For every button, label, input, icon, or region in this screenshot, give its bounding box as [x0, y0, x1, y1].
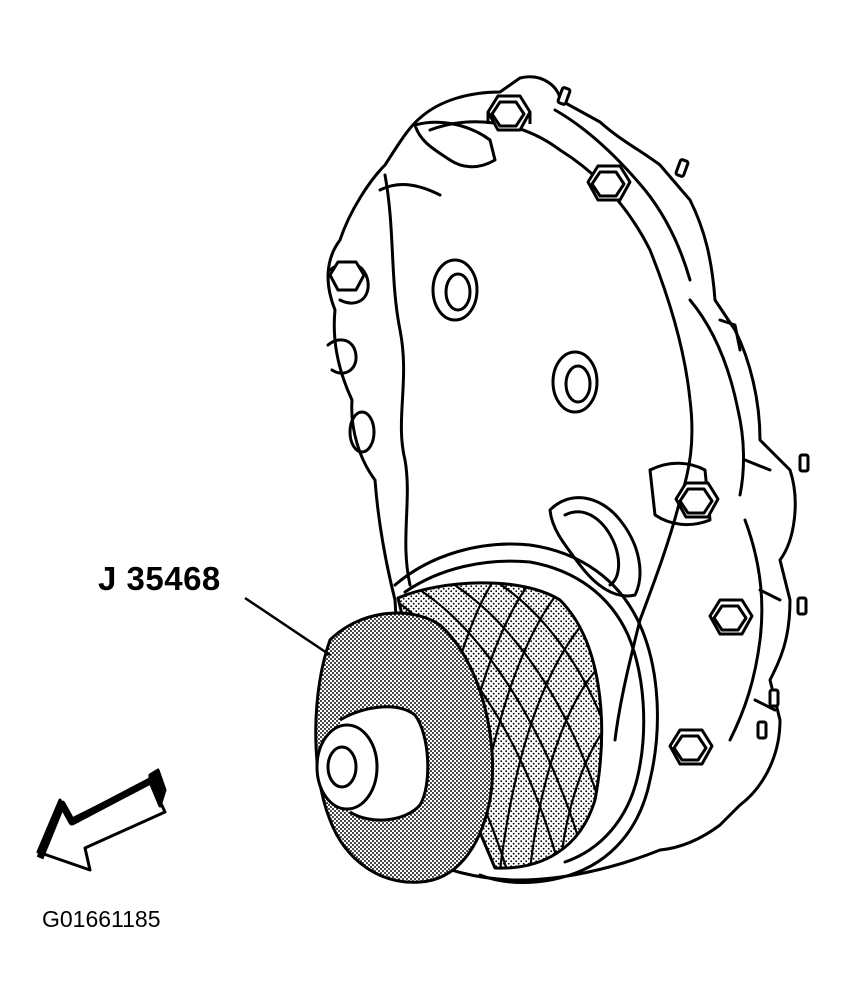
- flange-outer-lip: [718, 318, 782, 712]
- right-ledge: [648, 461, 712, 527]
- oil-passage-slot-inner: [563, 510, 621, 587]
- flange-rib-lower: [728, 518, 764, 742]
- hex-bolt-icon: [674, 481, 720, 519]
- seal-bore-ring-outer: [393, 542, 659, 884]
- flange-rib-middle: [688, 298, 745, 497]
- mounting-hole-upper: [431, 258, 479, 322]
- hex-bolt-icon: [586, 164, 632, 202]
- tool-callout-label: J 35468: [98, 560, 221, 597]
- tool-pilot-bore: [326, 745, 358, 789]
- mounting-hole-middle-inner: [564, 364, 592, 404]
- cover-plate-edge: [428, 120, 694, 742]
- arrow-down-left-icon: [36, 768, 167, 872]
- cover-housing-outline: [326, 75, 797, 882]
- arrow-thick-edge: [36, 776, 154, 860]
- cover-plate-left-edge: [383, 173, 412, 587]
- figure-id-label: G01661185: [42, 906, 161, 932]
- mounting-hole-middle: [551, 350, 599, 414]
- seal-bore-ring-inner: [403, 559, 646, 864]
- callout-leader-line: [244, 596, 331, 657]
- oil-passage-slot: [548, 496, 642, 598]
- top-ledge-groove: [378, 183, 442, 197]
- left-boss-lower: [326, 338, 358, 375]
- seal-installer-tool: [314, 581, 604, 884]
- hex-bolt-icon: [668, 728, 714, 766]
- flange-studs: [556, 86, 810, 740]
- top-ledge: [413, 120, 497, 169]
- hex-bolt-icon: [486, 94, 532, 132]
- bolt-group: [328, 94, 754, 766]
- hex-bolt-icon: [708, 598, 754, 636]
- mounting-hole-left: [348, 410, 376, 454]
- hex-bolt-icon: [328, 260, 366, 292]
- mounting-hole-upper-inner: [444, 272, 472, 312]
- flange-rib-upper: [553, 108, 692, 282]
